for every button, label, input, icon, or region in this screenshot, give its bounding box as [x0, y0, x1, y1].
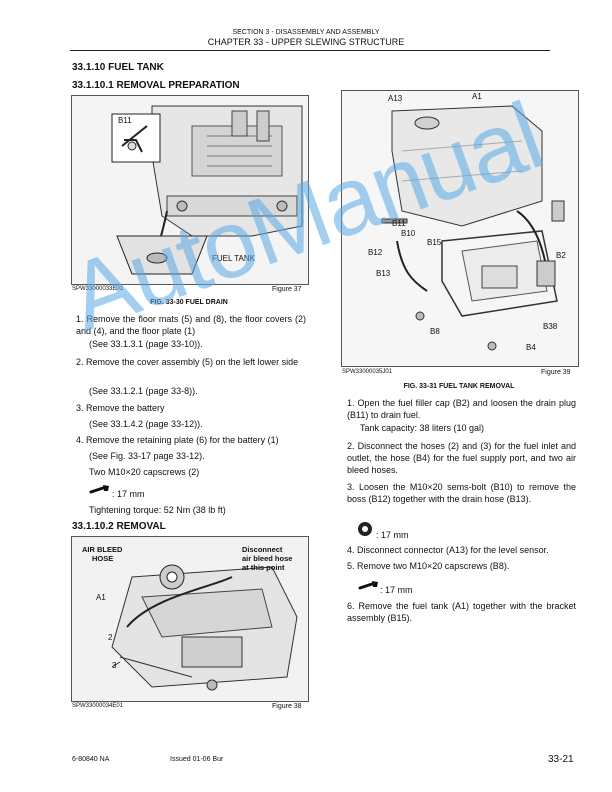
- socket-icon: [358, 522, 372, 536]
- callout-b10: B10: [401, 229, 416, 238]
- callout-fuel-tank: FUEL TANK: [212, 254, 255, 263]
- footer-page-number: 33-21: [548, 754, 574, 765]
- figure-38: AIR BLEED HOSE Disconnect air bleed hose…: [71, 536, 309, 702]
- right-tank-capacity: Tank capacity: 38 liters (10 gal): [360, 423, 485, 433]
- figure-38-label: Figure 38: [272, 703, 302, 710]
- callout-b4: B4: [526, 343, 536, 352]
- callout-b11: B11: [118, 116, 132, 125]
- chapter-header: CHAPTER 33 - UPPER SLEWING STRUCTURE: [207, 37, 405, 47]
- left-step-4-capscrews: Two M10×20 capscrews (2): [89, 467, 200, 477]
- left-wrench-size: : 17 mm: [112, 489, 145, 499]
- callout-b2: B2: [556, 251, 566, 260]
- heading-removal: 33.1.10.2 REMOVAL: [72, 521, 166, 532]
- callout-b13: B13: [376, 269, 391, 278]
- right-wrench-size: : 17 mm: [380, 585, 413, 595]
- callout-disconnect: Disconnect air bleed hose at this point: [242, 545, 292, 572]
- fuel-tank-removal-illustration: [342, 91, 578, 366]
- callout-a1-tank: A1: [472, 92, 482, 101]
- figure-37-code: SPW33000033E01: [72, 286, 124, 292]
- wrench-icon-2: [358, 581, 378, 590]
- heading-removal-preparation: 33.1.10.1 REMOVAL PREPARATION: [72, 80, 240, 91]
- figure-39-code: SPW33000035J01: [342, 369, 393, 375]
- callout-air-bleed-line1: AIR BLEED: [82, 545, 123, 554]
- callout-a1: A1: [96, 593, 106, 602]
- wrench-icon: [89, 485, 109, 494]
- callout-b12: B12: [368, 248, 383, 257]
- callout-disconnect-line2: air bleed hose: [242, 554, 293, 563]
- right-socket-size: : 17 mm: [376, 530, 409, 540]
- right-step-6: 6. Remove the fuel tank (A1) together wi…: [347, 601, 576, 623]
- callout-air-bleed-line2: HOSE: [92, 554, 114, 563]
- left-step-4: 4. Remove the retaining plate (6) for th…: [76, 435, 279, 445]
- figure-37: B11 FUEL TANK: [71, 95, 309, 285]
- fuel-drain-illustration: [72, 96, 308, 284]
- callout-3: 3: [112, 661, 117, 670]
- callout-b11-plug: B11: [392, 219, 406, 228]
- callout-air-bleed: AIR BLEED HOSE: [82, 545, 122, 563]
- right-step-3: 3. Loosen the M10×20 sems-bolt (B10) to …: [347, 482, 576, 504]
- left-torque: Tightening torque: 52 Nm (38 lb ft): [89, 505, 226, 515]
- left-step-1: 1. Remove the floor mats (5) and (8), th…: [76, 314, 306, 336]
- figure-37-caption: FIG. 33-30 FUEL DRAIN: [150, 299, 228, 306]
- header-rule: [70, 50, 550, 51]
- figure-37-label: Figure 37: [272, 286, 302, 293]
- heading-fuel-tank: 33.1.10 FUEL TANK: [72, 62, 164, 73]
- right-step-5: 5. Remove two M10×20 capscrews (B8).: [347, 561, 510, 571]
- air-bleed-hose-illustration: [72, 537, 308, 701]
- left-step-2-ref: (See 33.1.2.1 (page 33-8)).: [89, 386, 198, 396]
- footer-issued: Issued 01-06 Bur: [170, 756, 224, 763]
- left-step-2: 2. Remove the cover assembly (5) on the …: [76, 357, 299, 367]
- callout-b15: B15: [427, 238, 442, 247]
- callout-a13: A13: [388, 94, 403, 103]
- callout-b38: B38: [543, 322, 558, 331]
- left-step-3: 3. Remove the battery: [76, 403, 165, 413]
- right-step-2: 2. Disconnect the hoses (2) and (3) for …: [347, 441, 576, 475]
- callout-disconnect-line1: Disconnect: [242, 545, 283, 554]
- figure-39: A13 A1 B11 B10 B15 B12 B13 B2 B8 B38 B4: [341, 90, 579, 367]
- figure-39-label: Figure 39: [541, 369, 571, 376]
- left-step-1-ref: (See 33.1.3.1 (page 33-10)).: [89, 339, 203, 349]
- callout-2: 2: [108, 633, 113, 642]
- figure-38-code: SPW33000034E01: [72, 703, 124, 709]
- footer-doc-number: 6-80840 NA: [72, 756, 110, 763]
- left-step-4-ref: (See Fig. 33-17 page 33-12).: [89, 451, 205, 461]
- callout-b8: B8: [430, 327, 440, 336]
- right-step-1: 1. Open the fuel filler cap (B2) and loo…: [347, 398, 576, 420]
- callout-disconnect-line3: at this point: [242, 563, 285, 572]
- figure-39-caption: FIG. 33-31 FUEL TANK REMOVAL: [403, 383, 515, 390]
- right-step-4: 4. Disconnect connector (A13) for the le…: [347, 545, 549, 555]
- section-header: SECTION 3 - DISASSEMBLY AND ASSEMBLY: [232, 29, 380, 36]
- left-step-3-ref: (See 33.1.4.2 (page 33-12)).: [89, 419, 203, 429]
